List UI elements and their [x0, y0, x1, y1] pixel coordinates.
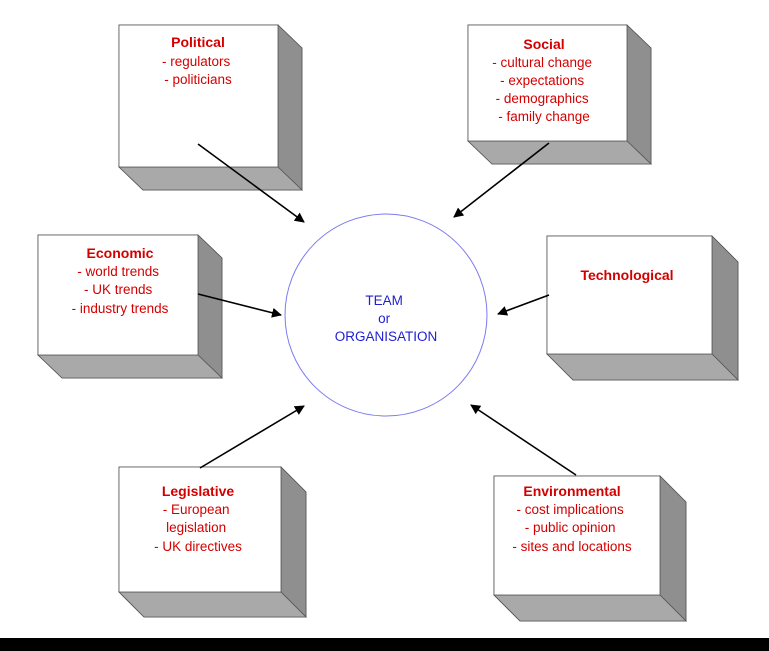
- economic-item-1: - world trends: [77, 264, 159, 279]
- economic-box: Economic - world trends - UK trends - in…: [37, 234, 223, 379]
- legislative-items: - European legislation - UK directives: [154, 502, 242, 554]
- economic-items: - world trends - UK trends - industry tr…: [72, 264, 169, 316]
- environmental-items: - cost implications - public opinion - s…: [512, 502, 632, 554]
- legislative-item-2: legislation: [166, 520, 226, 535]
- bottom-bar: [0, 638, 769, 651]
- arrow-environmental: [470, 404, 577, 476]
- technological-box: Technological: [546, 235, 739, 381]
- political-item-2: - politicians: [164, 72, 232, 87]
- environmental-item-2: - public opinion: [525, 520, 616, 535]
- economic-title: Economic: [87, 245, 154, 261]
- center-circle: [284, 213, 488, 417]
- center-line-2: or: [378, 311, 391, 326]
- political-items: - regulators - politicians: [162, 54, 234, 87]
- arrow-legislative: [199, 405, 305, 469]
- arrow-political: [197, 143, 305, 223]
- legislative-item-3: - UK directives: [154, 539, 242, 554]
- social-item-2: - expectations: [500, 73, 584, 88]
- social-item-3: - demographics: [496, 91, 589, 106]
- arrow-social: [453, 142, 550, 218]
- social-items: - cultural change - expectations - demog…: [492, 55, 596, 124]
- environmental-item-3: - sites and locations: [512, 539, 632, 554]
- arrow-economic: [197, 293, 282, 318]
- political-box: Political - regulators - politicians: [118, 24, 303, 191]
- environmental-title: Environmental: [523, 483, 620, 499]
- legislative-title: Legislative: [162, 483, 235, 499]
- social-item-4: - family change: [498, 109, 590, 124]
- arrow-technological: [497, 294, 550, 316]
- technological-title: Technological: [580, 267, 673, 283]
- political-item-1: - regulators: [162, 54, 231, 69]
- social-item-1: - cultural change: [492, 55, 592, 70]
- legislative-item-1: - European: [163, 502, 230, 517]
- social-box: Social - cultural change - expectations …: [467, 24, 652, 165]
- economic-item-2: - UK trends: [84, 282, 153, 297]
- political-title: Political: [171, 34, 225, 50]
- economic-item-3: - industry trends: [72, 301, 169, 316]
- social-title: Social: [523, 36, 564, 52]
- center-text: TEAM or ORGANISATION: [335, 293, 438, 344]
- center-line-3: ORGANISATION: [335, 329, 438, 344]
- environmental-item-1: - cost implications: [516, 502, 624, 517]
- legislative-box: Legislative - European legislation - UK …: [118, 466, 307, 618]
- environmental-box: Environmental - cost implications - publ…: [493, 475, 687, 622]
- center-line-1: TEAM: [365, 293, 403, 308]
